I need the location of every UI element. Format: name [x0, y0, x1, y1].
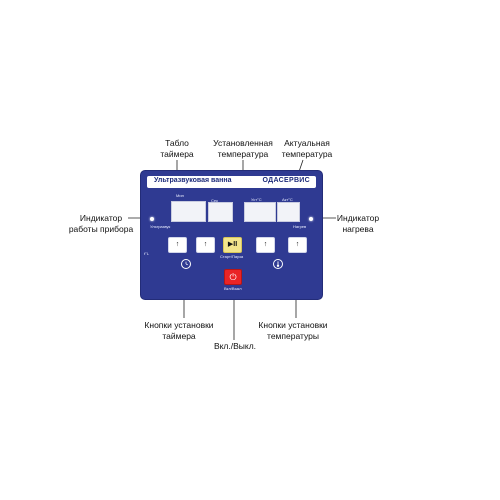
start-pause-button[interactable]: ▶II	[223, 237, 242, 253]
timer-seconds-display	[208, 202, 233, 222]
callout-timer-buttons: Кнопки установки таймера	[144, 320, 214, 341]
callout-heat-indicator: Индикатор нагрева	[336, 213, 380, 234]
label-min: Мин	[176, 193, 184, 198]
label-sec: Сек	[211, 198, 218, 203]
clock-icon	[181, 259, 191, 269]
power-icon: ⏻	[229, 272, 237, 282]
temperature-down-button[interactable]: ↑	[288, 237, 307, 253]
callout-actual-temperature: Актуальная температура	[281, 138, 333, 159]
label-power: Вкл/Выкл	[224, 286, 242, 291]
brand-logo: ОДАСЕРВИС	[262, 177, 310, 184]
set-temperature-display	[244, 202, 276, 222]
play-pause-icon: ▶II	[227, 241, 238, 248]
label-tl: t°L	[144, 251, 149, 256]
heat-indicator-light	[309, 217, 313, 221]
power-button[interactable]: ⏻	[224, 269, 242, 285]
timer-minutes-display	[171, 201, 206, 222]
label-run-indicator: Ультразвук	[150, 224, 171, 229]
control-panel: Ультразвуковая ванна ОДАСЕРВИС Мин Сек У…	[140, 170, 323, 300]
callout-power: Вкл./Выкл.	[213, 341, 257, 351]
timer-up-button[interactable]: ↑	[168, 237, 187, 253]
actual-temperature-display	[277, 202, 300, 222]
up-arrow-icon: ↑	[263, 241, 268, 248]
up-arrow-icon: ↑	[295, 241, 300, 248]
label-act-temp: Акт°С	[282, 197, 293, 202]
callout-run-indicator: Индикатор работы прибора	[68, 213, 134, 234]
callout-timer-display: Табло таймера	[160, 138, 194, 159]
thermometer-icon	[273, 259, 283, 269]
panel-header: Ультразвуковая ванна ОДАСЕРВИС	[147, 176, 316, 188]
callout-temperature-buttons: Кнопки установки температуры	[258, 320, 328, 341]
up-arrow-icon: ↑	[175, 241, 180, 248]
callout-set-temperature: Установленная температура	[213, 138, 273, 159]
timer-down-button[interactable]: ↑	[196, 237, 215, 253]
temperature-up-button[interactable]: ↑	[256, 237, 275, 253]
label-start-pause: Старт/Пауза	[220, 254, 244, 259]
panel-title: Ультразвуковая ванна	[154, 177, 232, 184]
up-arrow-icon: ↑	[203, 241, 208, 248]
label-heat-indicator: Нагрев	[293, 224, 307, 229]
run-indicator-light	[150, 217, 154, 221]
label-set-temp: Уст°С	[251, 197, 262, 202]
